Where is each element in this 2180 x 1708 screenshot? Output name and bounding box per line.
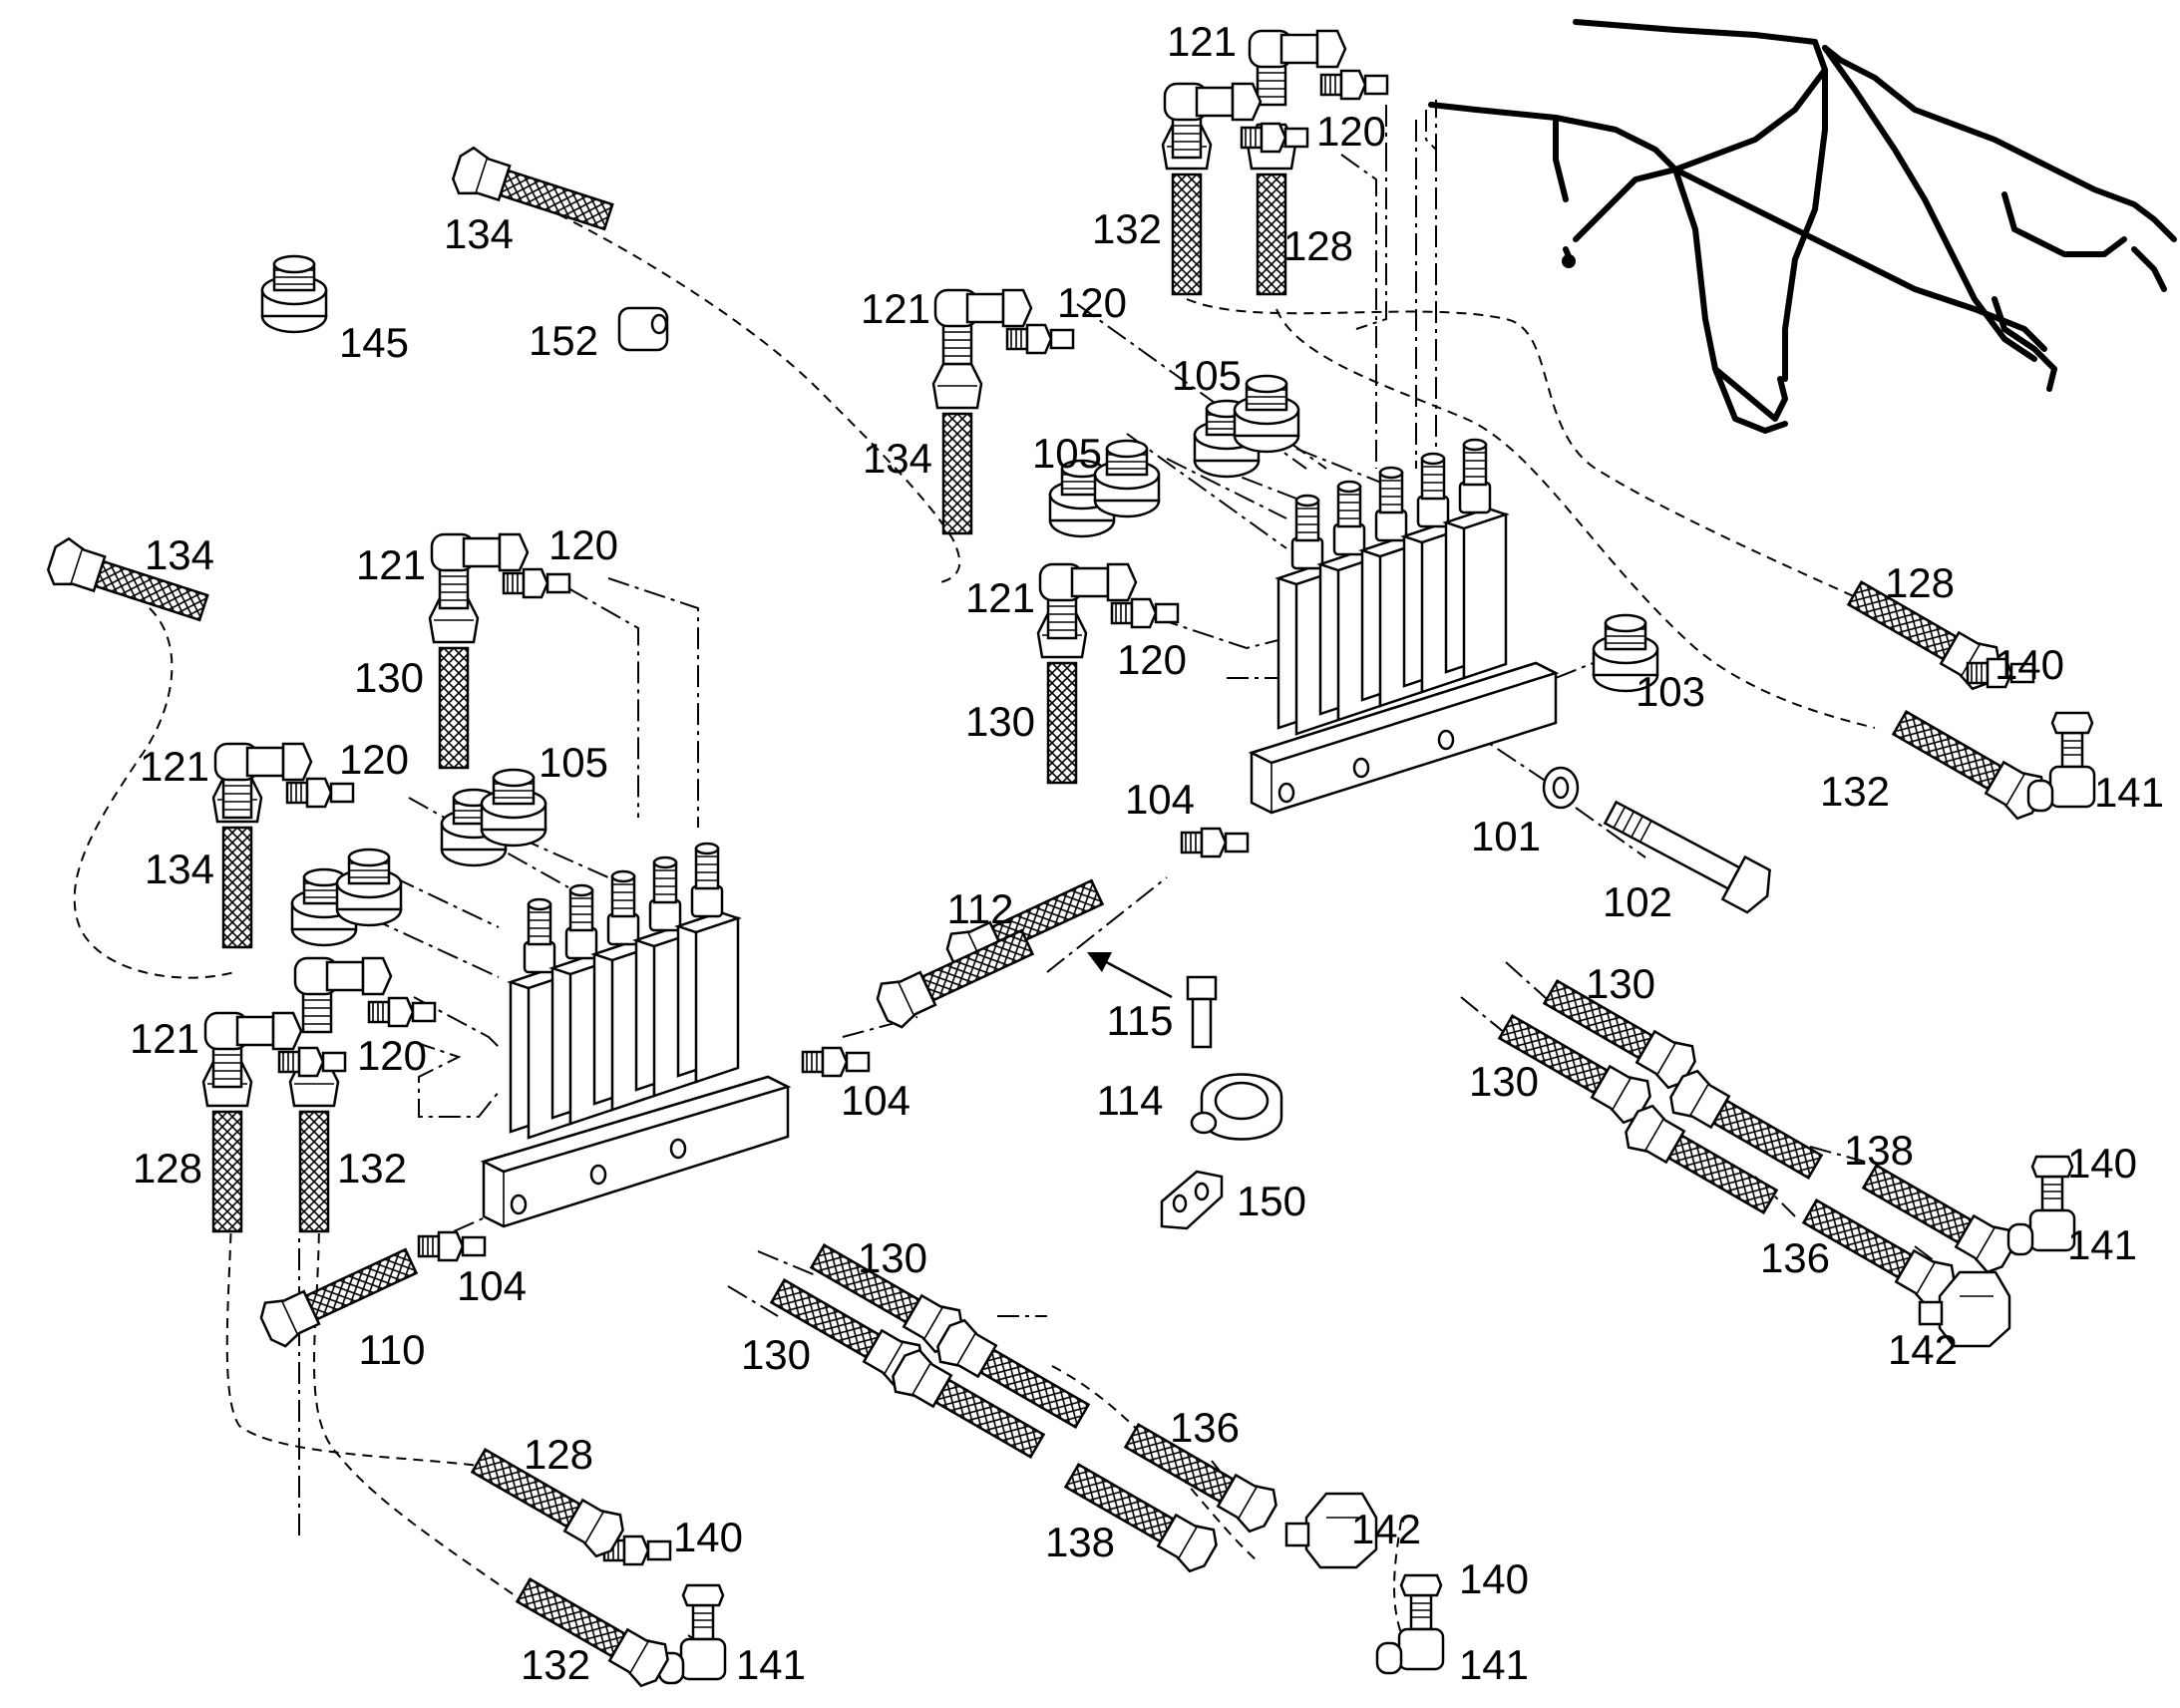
part-label-lbl-104-b: 104: [841, 1077, 910, 1124]
part-label-lbl-132-b: 132: [1820, 768, 1890, 815]
part-label-lbl-141-b: 141: [2067, 1221, 2137, 1268]
part-label-lbl-115: 115: [1107, 997, 1174, 1044]
part-label-lbl-128-a: 128: [1283, 222, 1353, 269]
part-label-lbl-121-a: 121: [1167, 18, 1237, 65]
distributor-block-right: [1248, 438, 1560, 815]
part-label-lbl-140-a: 140: [1995, 641, 2064, 688]
part-label-lbl-120-d: 120: [1117, 636, 1187, 683]
metering-element: [674, 842, 742, 1084]
part-label-lbl-121-b: 121: [861, 285, 930, 332]
part-label-lbl-132-c: 132: [337, 1145, 407, 1192]
part-label-lbl-140-b: 140: [2067, 1140, 2137, 1187]
part-label-lbl-130-f: 130: [741, 1331, 811, 1378]
distributor-block-left: [480, 842, 792, 1228]
part-label-lbl-128-c: 128: [133, 1145, 202, 1192]
part-label-lbl-152: 152: [529, 317, 598, 364]
part-label-lbl-103: 103: [1635, 668, 1705, 715]
part-label-lbl-134-d: 134: [145, 846, 214, 892]
part-label-lbl-105-c: 105: [539, 739, 608, 786]
part-label-lbl-141-c: 141: [736, 1641, 806, 1688]
wire-harness: [1428, 19, 2177, 434]
part-label-lbl-142-a: 142: [1888, 1326, 1958, 1373]
part-label-lbl-134-b: 134: [863, 435, 932, 482]
part-label-lbl-110: 110: [359, 1326, 426, 1373]
part-label-lbl-112: 112: [947, 885, 1014, 932]
part-label-lbl-136-b: 136: [1170, 1404, 1240, 1451]
part-label-lbl-120-a: 120: [1316, 108, 1386, 155]
part-label-lbl-132-d: 132: [521, 1641, 590, 1688]
part-label-lbl-101: 101: [1471, 813, 1541, 859]
part-label-lbl-138-a: 138: [1844, 1127, 1914, 1174]
part-label-lbl-120-e: 120: [339, 736, 409, 783]
part-label-lbl-121-c: 121: [356, 541, 426, 588]
part-label-lbl-102: 102: [1603, 878, 1672, 925]
part-label-lbl-130-e: 130: [858, 1234, 927, 1281]
part-label-lbl-145: 145: [339, 319, 409, 366]
part-label-lbl-105-a: 105: [1172, 352, 1242, 399]
part-label-lbl-140-d: 140: [1459, 1555, 1529, 1602]
part-label-lbl-130-c: 130: [1586, 960, 1655, 1007]
part-label-lbl-134-a: 134: [444, 210, 514, 257]
part-label-lbl-114: 114: [1097, 1077, 1164, 1124]
part-label-lbl-104-a: 104: [1125, 776, 1195, 823]
part-label-lbl-130-b: 130: [965, 698, 1035, 745]
part-label-lbl-150: 150: [1237, 1178, 1306, 1224]
part-label-lbl-121-f: 121: [130, 1015, 199, 1062]
part-label-lbl-120-f: 120: [357, 1032, 427, 1079]
part-label-lbl-132-a: 132: [1092, 205, 1162, 252]
parts: [43, 29, 2096, 1693]
part-number-labels: 121 120 132 128 134 145 152 121 120 105 134 105 134 1…: [130, 18, 2164, 1688]
part-label-lbl-130-a: 130: [354, 654, 424, 701]
part-label-lbl-121-d: 121: [965, 574, 1035, 621]
part-label-lbl-120-b: 120: [1057, 279, 1127, 326]
metering-element: [1400, 452, 1468, 694]
metering-element: [1442, 438, 1510, 680]
part-label-lbl-142-b: 142: [1351, 1506, 1421, 1552]
part-label-lbl-104-c: 104: [457, 1262, 527, 1309]
part-label-lbl-141-d: 141: [1459, 1641, 1529, 1688]
part-label-lbl-134-c: 134: [145, 531, 214, 578]
part-label-lbl-105-b: 105: [1032, 430, 1102, 477]
part-label-lbl-130-d: 130: [1469, 1058, 1539, 1105]
part-label-lbl-138-b: 138: [1045, 1519, 1115, 1565]
part-label-lbl-128-d: 128: [524, 1431, 593, 1478]
part-label-lbl-121-e: 121: [140, 743, 209, 790]
part-label-lbl-140-c: 140: [673, 1514, 743, 1560]
part-label-lbl-120-c: 120: [548, 521, 618, 568]
part-label-lbl-141-a: 141: [2094, 769, 2164, 816]
part-label-lbl-136-a: 136: [1760, 1234, 1830, 1281]
part-label-lbl-128-b: 128: [1885, 559, 1955, 606]
